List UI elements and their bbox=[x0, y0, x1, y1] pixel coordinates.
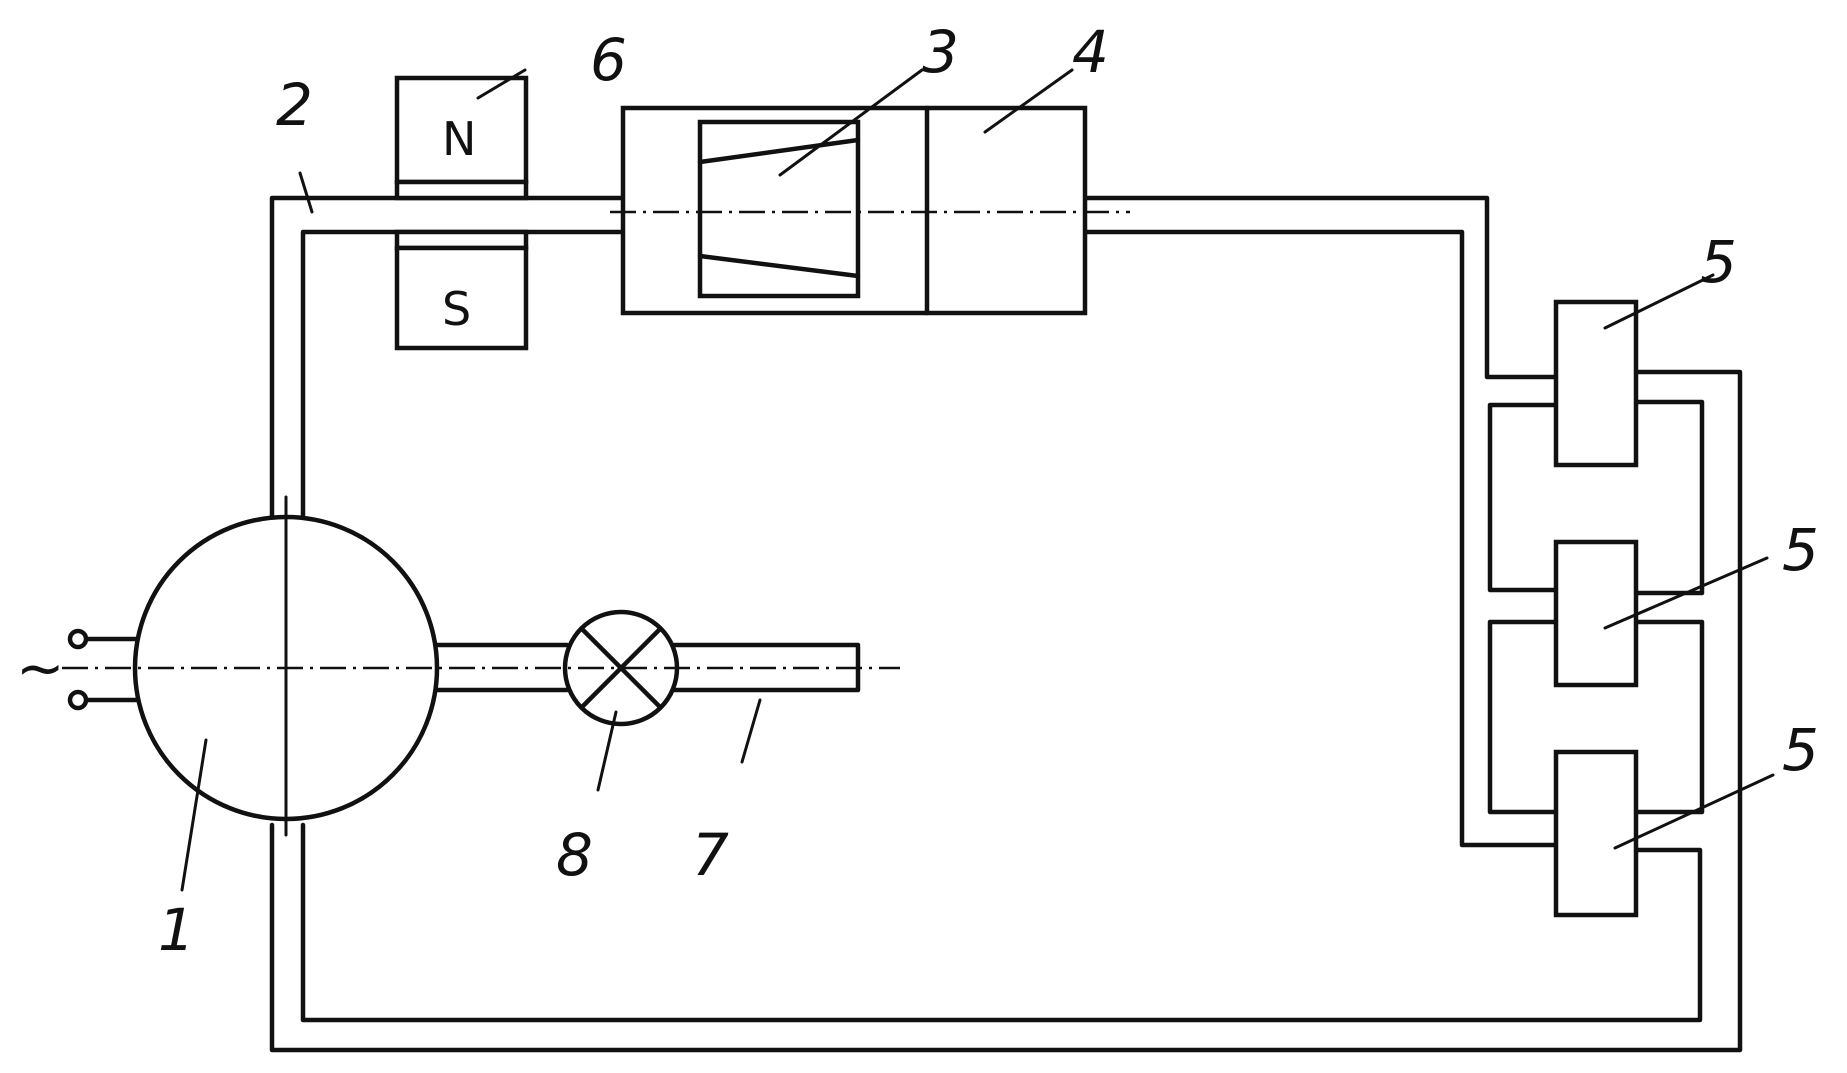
magnet-south-label: S bbox=[442, 282, 471, 336]
ac-source-symbol: ~ bbox=[16, 634, 65, 702]
element-3 bbox=[700, 122, 858, 296]
label-6: 6 bbox=[590, 26, 627, 94]
power-terminals: ~ bbox=[16, 631, 136, 708]
label-5-top: 5 bbox=[1700, 228, 1737, 296]
label-7: 7 bbox=[692, 821, 729, 889]
unit-5-top bbox=[1556, 302, 1636, 465]
housing-3-4 bbox=[623, 108, 1085, 313]
label-5-bottom: 5 bbox=[1782, 716, 1819, 784]
label-2: 2 bbox=[276, 71, 313, 139]
unit-5-middle bbox=[1556, 542, 1636, 685]
unit-5-bottom bbox=[1556, 752, 1636, 915]
label-4: 4 bbox=[1072, 18, 1109, 86]
label-1: 1 bbox=[158, 896, 195, 964]
label-5-middle: 5 bbox=[1782, 516, 1819, 584]
label-3: 3 bbox=[922, 18, 959, 86]
magnet-6: N S bbox=[397, 78, 526, 348]
label-8: 8 bbox=[556, 821, 593, 889]
magnet-north-label: N bbox=[442, 112, 476, 166]
